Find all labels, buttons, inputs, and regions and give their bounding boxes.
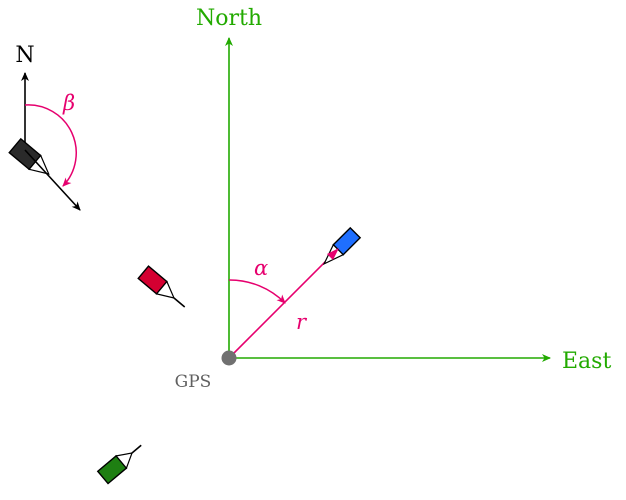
range-arrowhead	[327, 248, 339, 260]
compass-n-label: N	[15, 43, 34, 68]
alpha-label: α	[254, 256, 268, 280]
gps-dot-icon	[221, 350, 237, 366]
heading-arrow	[24, 149, 81, 211]
east-label: East	[562, 349, 611, 374]
gps-label: GPS	[175, 372, 212, 392]
alpha-arc	[228, 279, 286, 304]
target-ship	[322, 226, 362, 266]
red-ship	[137, 265, 186, 308]
beta-arc	[24, 104, 77, 187]
north-label: North	[196, 6, 262, 31]
green-ship	[96, 444, 142, 485]
beta-label: β	[62, 91, 75, 115]
r-label: r	[296, 310, 308, 334]
